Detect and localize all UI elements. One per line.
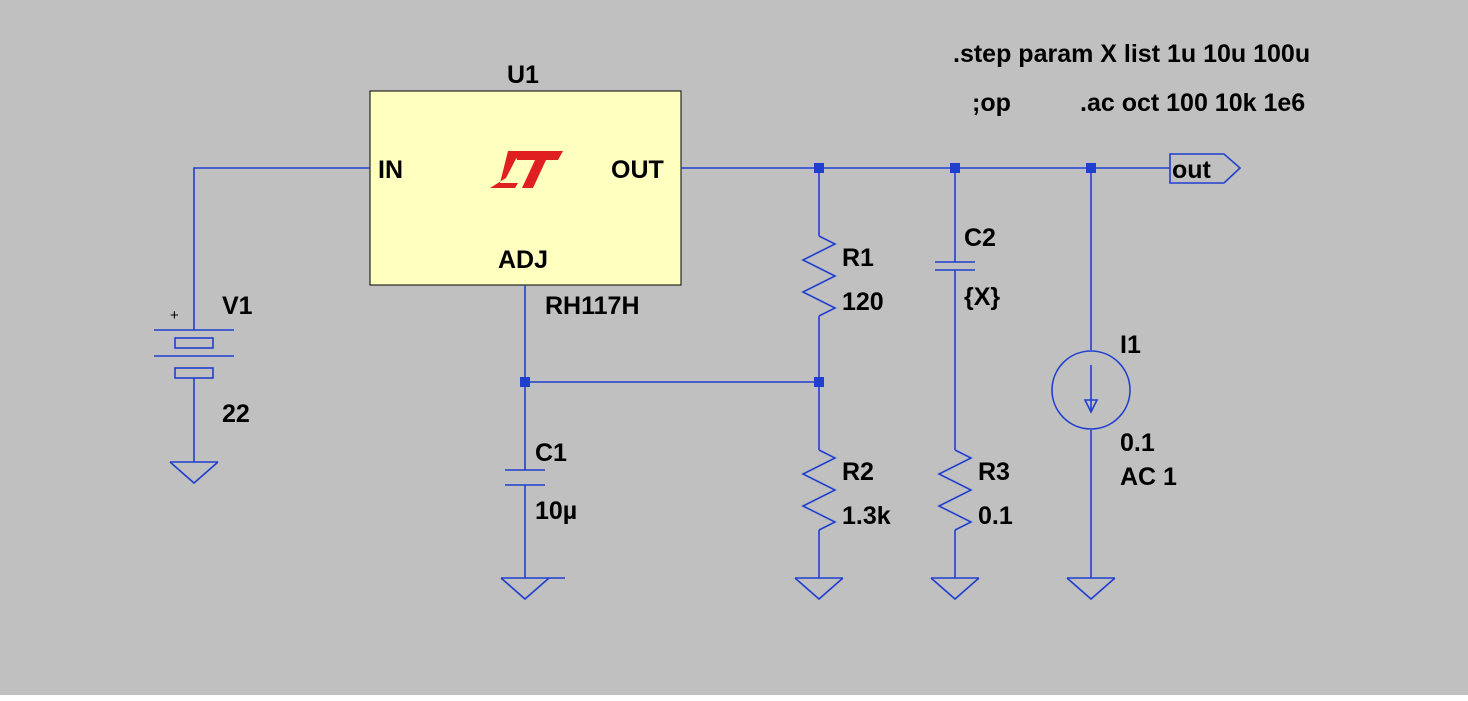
junction-dot xyxy=(814,163,824,173)
u1-pin-in: IN xyxy=(378,156,403,184)
lt-logo-icon xyxy=(490,151,563,188)
ac-directive[interactable]: .ac oct 100 10k 1e6 xyxy=(1080,89,1305,117)
i1-current-source[interactable]: I1 0.1 AC 1 xyxy=(1051,331,1177,491)
ground-symbols xyxy=(169,461,1116,601)
junction-dot xyxy=(1086,163,1096,173)
ground-icon xyxy=(1066,577,1116,601)
u1-name: U1 xyxy=(507,61,539,89)
ground-icon xyxy=(500,577,565,601)
r2-value: 1.3k xyxy=(842,502,891,530)
junction-dot xyxy=(520,377,530,387)
c1-name: C1 xyxy=(535,439,567,467)
r2-name: R2 xyxy=(842,458,874,486)
c2-value: {X} xyxy=(964,283,1000,311)
c2-capacitor[interactable]: C2 {X} xyxy=(935,224,1000,311)
r3-value: 0.1 xyxy=(978,502,1013,530)
v1-source[interactable]: + V1 22 xyxy=(154,292,253,462)
v1-name: V1 xyxy=(222,292,253,320)
r1-resistor[interactable]: R1 120 xyxy=(801,235,884,317)
wire-in[interactable] xyxy=(193,167,370,330)
r3-name: R3 xyxy=(978,458,1010,486)
r3-resistor[interactable]: R3 0.1 xyxy=(937,449,1013,531)
out-net-label[interactable]: out xyxy=(1169,153,1242,184)
out-net-label-text: out xyxy=(1172,156,1212,184)
u1-pin-adj: ADJ xyxy=(498,246,548,274)
ground-icon xyxy=(794,577,844,601)
ground-icon xyxy=(930,577,980,601)
junction-dot xyxy=(950,163,960,173)
ground-icon xyxy=(169,461,219,485)
v1-plus: + xyxy=(170,307,179,324)
i1-value: 0.1 xyxy=(1120,429,1155,457)
v1-value: 22 xyxy=(222,400,250,428)
step-directive[interactable]: .step param X list 1u 10u 100u xyxy=(953,40,1310,68)
junctions xyxy=(520,163,1096,387)
u1-regulator[interactable]: U1 IN OUT ADJ RH117H xyxy=(369,61,682,320)
op-directive[interactable]: ;op xyxy=(972,89,1011,117)
i1-ac: AC 1 xyxy=(1120,463,1177,491)
r1-name: R1 xyxy=(842,244,874,272)
i1-name: I1 xyxy=(1120,331,1141,359)
wires xyxy=(193,167,1170,578)
c2-name: C2 xyxy=(964,224,996,252)
u1-pin-out: OUT xyxy=(611,156,664,184)
r2-resistor[interactable]: R2 1.3k xyxy=(801,449,891,531)
u1-part: RH117H xyxy=(545,292,640,320)
r1-value: 120 xyxy=(842,288,884,316)
c1-value: 10µ xyxy=(535,497,577,525)
c1-capacitor[interactable]: C1 10µ xyxy=(505,439,577,525)
junction-dot xyxy=(814,377,824,387)
